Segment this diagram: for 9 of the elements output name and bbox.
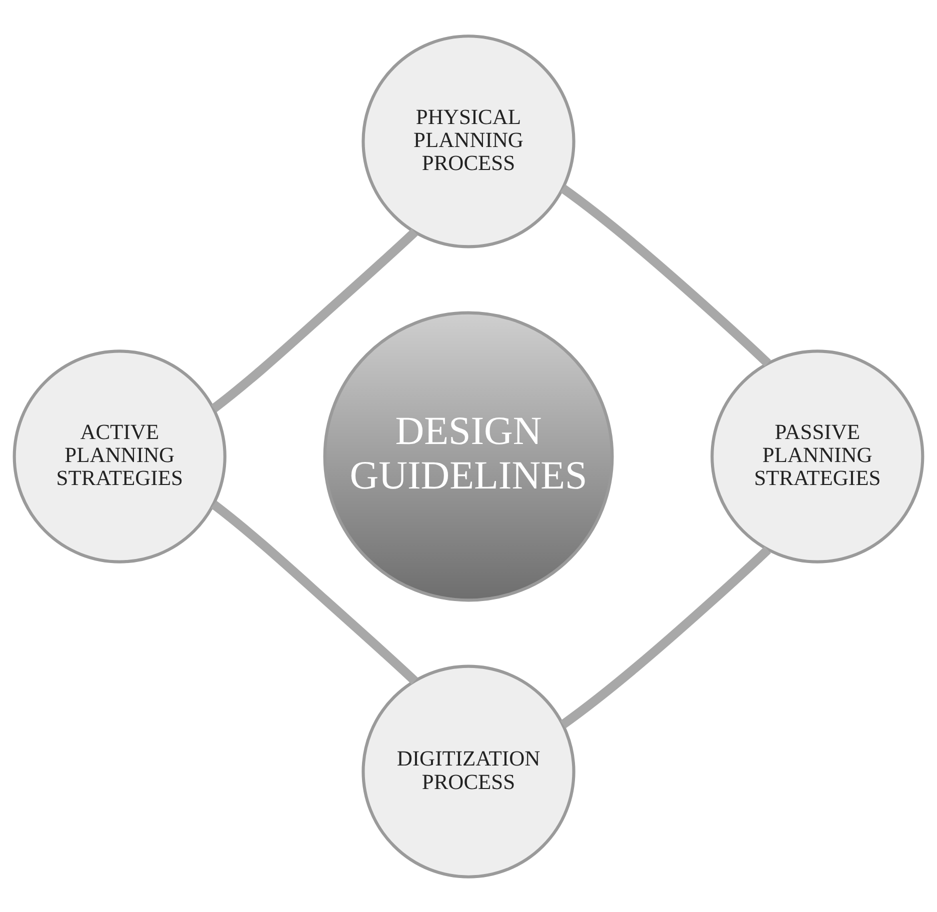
connector xyxy=(560,546,771,728)
connector xyxy=(210,228,418,412)
node-circle: ACTIVE PLANNING STRATEGIES xyxy=(12,349,226,563)
connector xyxy=(560,184,771,366)
node-circle: PASSIVE PLANNING STRATEGIES xyxy=(710,349,924,563)
node-circle: DESIGN GUIDELINES xyxy=(323,310,614,602)
node-circle: DIGITIZATION PROCESS xyxy=(362,664,576,878)
node-circle: PHYSICAL PLANNING PROCESS xyxy=(362,34,576,248)
connector xyxy=(210,500,418,684)
